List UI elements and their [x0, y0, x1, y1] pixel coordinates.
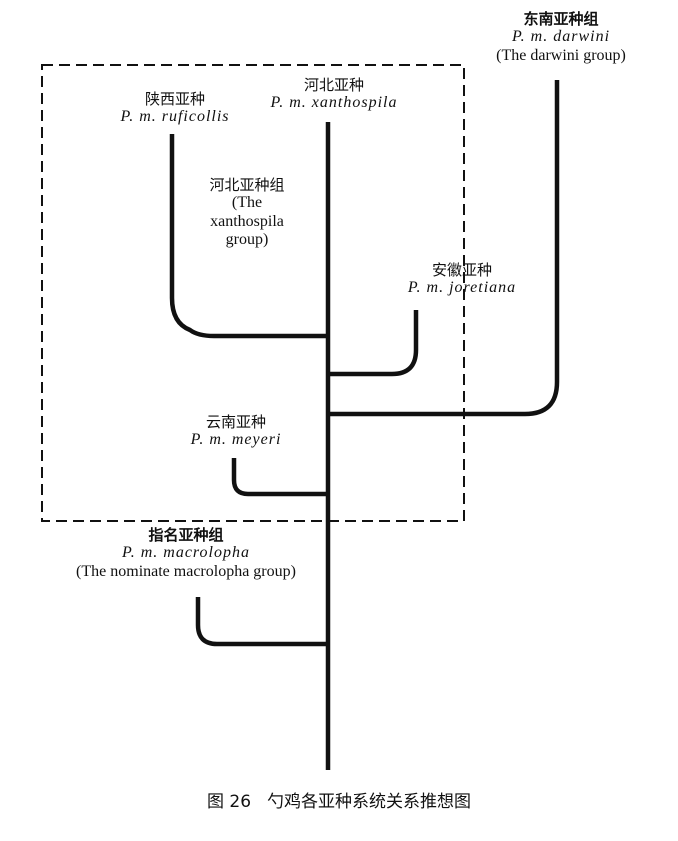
ruficollis-chinese-name: 陕西亚种 — [144, 90, 206, 108]
xanthospila-group-english-line-1: (The — [231, 194, 263, 212]
meyeri-chinese-name: 云南亚种 — [205, 413, 267, 431]
meyeri-branch — [231, 458, 328, 497]
ruficollis-label: 陕西亚种 P. m. ruficollis — [120, 90, 230, 127]
darwini-branch — [328, 80, 560, 417]
joretiana-scientific-name: P. m. joretiana — [407, 279, 517, 297]
joretiana-chinese-name: 安徽亚种 — [431, 261, 492, 279]
xanthospila-group-chinese-name: 河北亚种组 — [209, 176, 285, 194]
macrolopha-group-english-name: (The nominate macrolopha group) — [76, 562, 296, 580]
meyeri-label: 云南亚种 P. m. meyeri — [190, 413, 282, 450]
macrolopha-group-label: 指名亚种组 P. m. macrolopha (The nominate mac… — [76, 526, 296, 581]
figure-number: 图 26 — [206, 792, 252, 812]
macrolopha-branch — [195, 597, 328, 647]
meyeri-scientific-name: P. m. meyeri — [190, 431, 282, 449]
xanthospila-group-english-line-2: xanthospila — [210, 212, 284, 230]
figure-title: 勺鸡各亚种系统关系推想图 — [267, 792, 472, 812]
joretiana-branch — [328, 310, 419, 377]
darwini-group-label: 东南亚种组 P. m. darwini (The darwini group) — [496, 10, 626, 65]
xanthospila-scientific-name: P. m. xanthospila — [270, 94, 398, 112]
macrolopha-group-scientific-name: P. m. macrolopha — [121, 544, 250, 562]
xanthospila-group-label: 河北亚种组 (The xanthospila group) — [209, 176, 285, 249]
ruficollis-branch — [169, 134, 328, 339]
xanthospila-group-english-line-3: group) — [225, 231, 269, 249]
ruficollis-scientific-name: P. m. ruficollis — [120, 108, 230, 126]
figure-caption: 图 26 勺鸡各亚种系统关系推想图 — [207, 787, 471, 812]
darwini-group-scientific-name: P. m. darwini — [511, 28, 611, 46]
xanthospila-chinese-name: 河北亚种 — [303, 76, 364, 94]
darwini-group-chinese-name: 东南亚种组 — [523, 10, 599, 28]
macrolopha-group-chinese-name: 指名亚种组 — [148, 526, 224, 544]
xanthospila-group-box — [41, 64, 465, 522]
joretiana-label: 安徽亚种 P. m. joretiana — [407, 261, 517, 298]
darwini-group-english-name: (The darwini group) — [496, 46, 626, 64]
xanthospila-label: 河北亚种 P. m. xanthospila — [270, 76, 398, 113]
